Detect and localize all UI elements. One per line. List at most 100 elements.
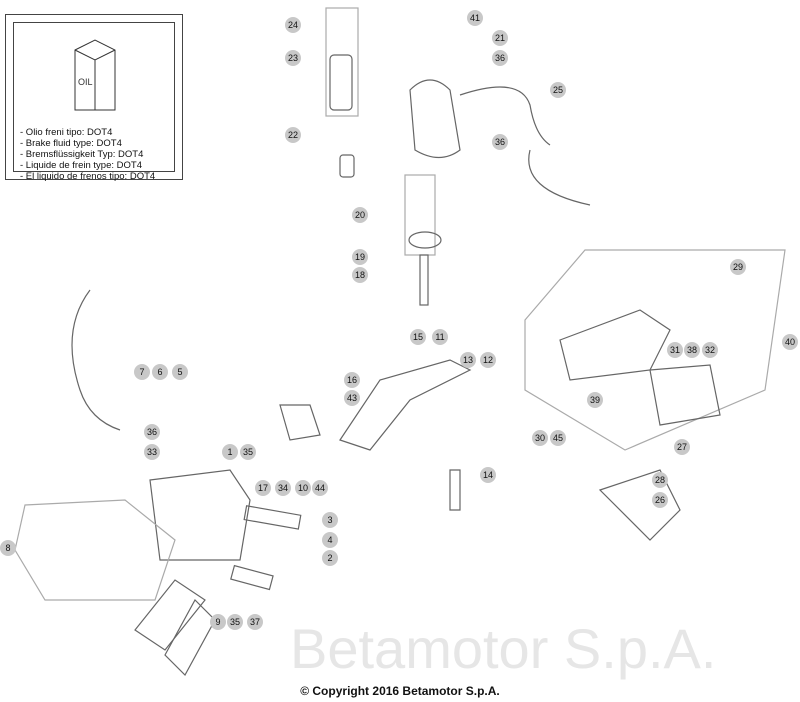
callout-12: 12 — [480, 352, 496, 368]
callout-circle — [532, 430, 548, 446]
master-cylinder — [409, 79, 461, 159]
callout-26: 26 — [652, 492, 668, 508]
callout-16: 16 — [344, 372, 360, 388]
callout-circle — [730, 259, 746, 275]
callout-number: 40 — [785, 337, 795, 347]
callout-39: 39 — [587, 392, 603, 408]
callout-circle — [550, 430, 566, 446]
callout-circle — [492, 30, 508, 46]
callout-number: 31 — [670, 345, 680, 355]
callout-circle — [285, 127, 301, 143]
callout-number: 18 — [355, 270, 365, 280]
callout-circle — [222, 444, 238, 460]
callout-number: 6 — [157, 367, 162, 377]
caliper-body — [649, 364, 721, 426]
callout-2: 2 — [322, 550, 338, 566]
callout-circle — [144, 424, 160, 440]
callout-number: 9 — [215, 617, 220, 627]
callout-circle — [432, 329, 448, 345]
callout-circle — [322, 550, 338, 566]
callout-15: 15 — [410, 329, 426, 345]
rear-caliper-group — [524, 249, 786, 451]
callout-36: 36 — [492, 134, 508, 150]
callout-number: 22 — [288, 130, 298, 140]
callout-number: 10 — [298, 483, 308, 493]
callout-circle — [144, 444, 160, 460]
callout-number: 35 — [243, 447, 253, 457]
brake-pad-2 — [164, 599, 216, 676]
watermark: Betamotor S.p.A. — [290, 617, 716, 680]
callout-19: 19 — [352, 249, 368, 265]
callout-circle — [467, 10, 483, 26]
callout-10: 10 — [295, 480, 311, 496]
info-line-en: - Brake fluid type: DOT4 — [20, 138, 122, 149]
callout-28: 28 — [652, 472, 668, 488]
part-group-reservoir — [325, 7, 359, 117]
callout-circle — [322, 532, 338, 548]
callout-34: 34 — [275, 480, 291, 496]
callout-circle — [652, 492, 668, 508]
callout-22: 22 — [285, 127, 301, 143]
callout-20: 20 — [352, 207, 368, 223]
callout-number: 16 — [347, 375, 357, 385]
push-rod — [419, 254, 429, 306]
callout-circle — [285, 50, 301, 66]
callout-circle — [227, 614, 243, 630]
callout-23: 23 — [285, 50, 301, 66]
callout-number: 8 — [5, 543, 10, 553]
callout-number: 36 — [495, 53, 505, 63]
callout-36: 36 — [144, 424, 160, 440]
callout-number: 21 — [495, 33, 505, 43]
disc-guard — [598, 469, 681, 541]
callout-circle — [587, 392, 603, 408]
front-caliper — [149, 469, 251, 561]
callout-24: 24 — [285, 17, 301, 33]
callout-circle — [240, 444, 256, 460]
callout-circle — [782, 334, 798, 350]
callout-circle — [352, 207, 368, 223]
callout-43: 43 — [344, 390, 360, 406]
callout-circle — [550, 82, 566, 98]
callout-circle — [492, 50, 508, 66]
callout-number: 37 — [250, 617, 260, 627]
callout-circle — [410, 329, 426, 345]
callout-number: 25 — [553, 85, 563, 95]
callout-21: 21 — [492, 30, 508, 46]
callout-33: 33 — [144, 444, 160, 460]
copyright: © Copyright 2016 Betamotor S.p.A. — [300, 684, 500, 698]
callout-number: 17 — [258, 483, 268, 493]
callout-circle — [295, 480, 311, 496]
pin — [243, 505, 302, 530]
pedal-tip — [279, 404, 321, 441]
bolt — [339, 154, 355, 178]
brake-pad-1 — [134, 579, 206, 651]
callout-number: 12 — [483, 355, 493, 365]
callout-number: 44 — [315, 483, 325, 493]
callout-circle — [702, 342, 718, 358]
callout-number: 13 — [463, 355, 473, 365]
callout-40: 40 — [782, 334, 798, 350]
piston-kit-front — [14, 499, 176, 601]
callout-circle — [312, 480, 328, 496]
callout-35: 35 — [227, 614, 243, 630]
callout-number: 45 — [553, 433, 563, 443]
brake-pedal — [339, 359, 472, 451]
rear-caliper — [559, 309, 671, 381]
callout-number: 3 — [327, 515, 332, 525]
callout-circle — [247, 614, 263, 630]
callout-number: 32 — [705, 345, 715, 355]
callout-number: 7 — [139, 367, 144, 377]
oil-can-icon: OIL — [74, 39, 116, 111]
callout-number: 28 — [655, 475, 665, 485]
callout-number: 34 — [278, 483, 288, 493]
callout-circle — [0, 540, 16, 556]
callout-circle — [255, 480, 271, 496]
bolt-37 — [230, 564, 274, 591]
callout-13: 13 — [460, 352, 476, 368]
callout-circle — [152, 364, 168, 380]
callout-number: 30 — [535, 433, 545, 443]
callout-37: 37 — [247, 614, 263, 630]
brake-fluid-lines: - Olio freni tipo: DOT4 - Brake fluid ty… — [20, 127, 155, 182]
